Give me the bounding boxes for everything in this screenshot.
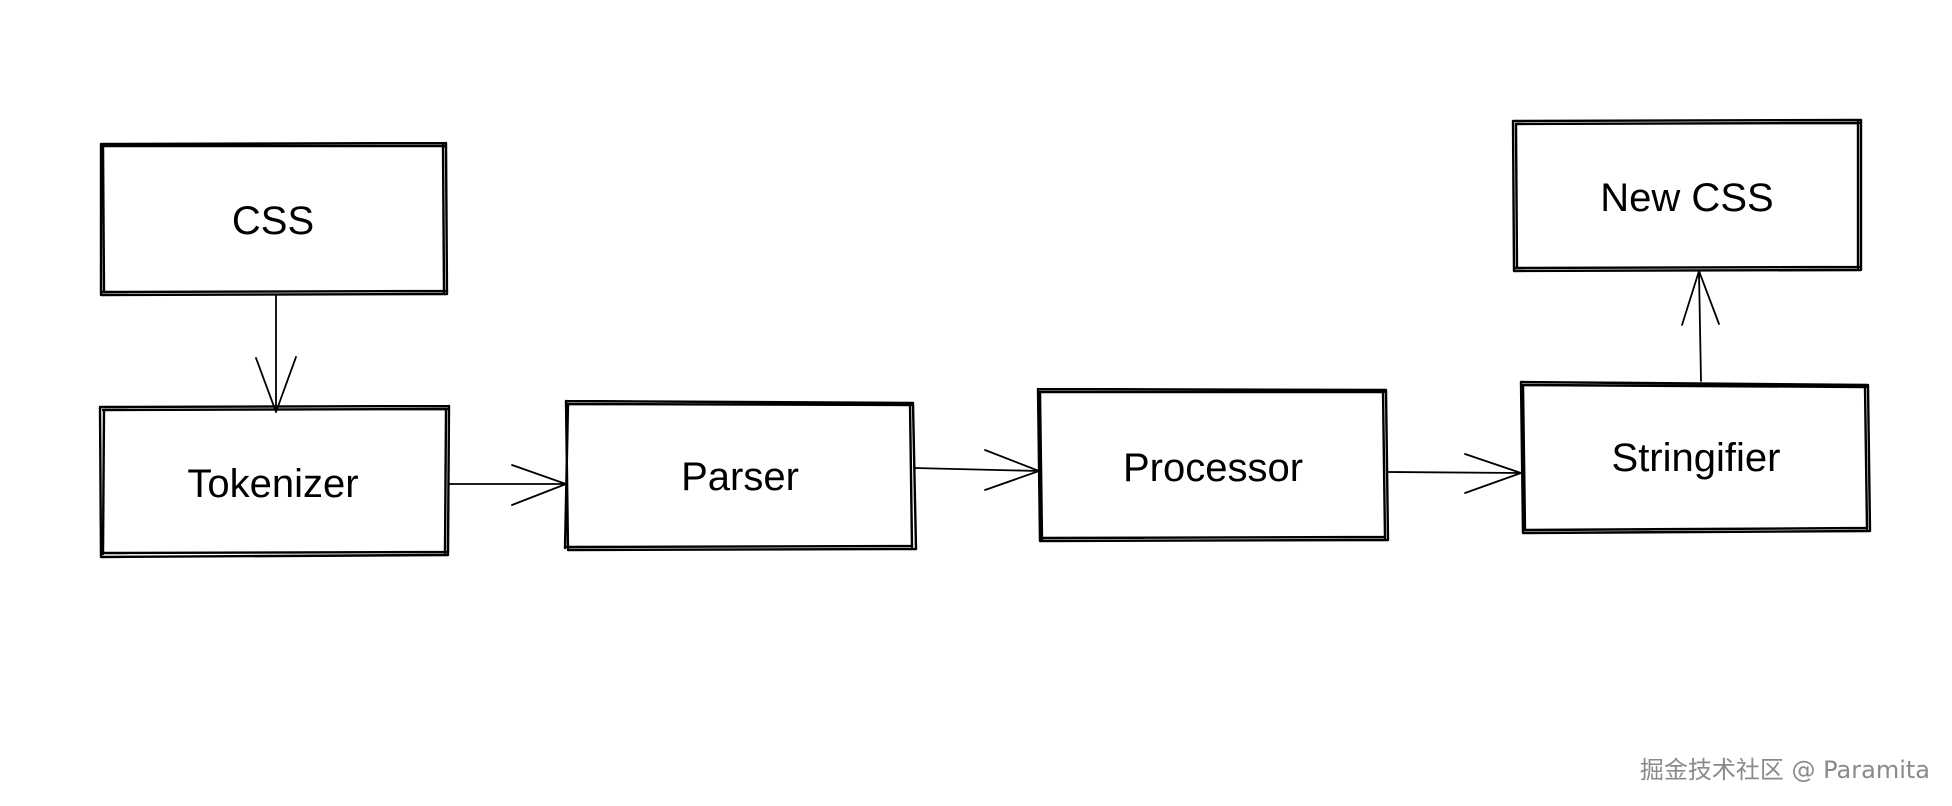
node-new-css: New CSS [1511, 118, 1863, 273]
node-label-stringifier: Stringifier [1612, 436, 1781, 480]
node-parser: Parser [563, 399, 918, 552]
arrow-parser-to-processor [913, 449, 1040, 491]
arrow-stringifier-to-new-css [1681, 270, 1720, 382]
node-label-css: CSS [232, 199, 314, 243]
arrow-processor-to-stringifier [1387, 453, 1522, 494]
node-label-tokenizer: Tokenizer [187, 462, 358, 506]
node-label-new-css: New CSS [1600, 176, 1773, 220]
node-label-processor: Processor [1123, 446, 1303, 490]
node-stringifier: Stringifier [1519, 380, 1872, 535]
node-css: CSS [99, 141, 449, 297]
arrow-tokenizer-to-parser [448, 464, 567, 506]
watermark: 掘金技术社区 @ Paramita [1640, 756, 1930, 784]
node-processor: Processor [1036, 387, 1390, 543]
arrow-css-to-tokenizer [255, 295, 297, 413]
node-tokenizer: Tokenizer [98, 404, 451, 559]
node-label-parser: Parser [681, 455, 799, 499]
